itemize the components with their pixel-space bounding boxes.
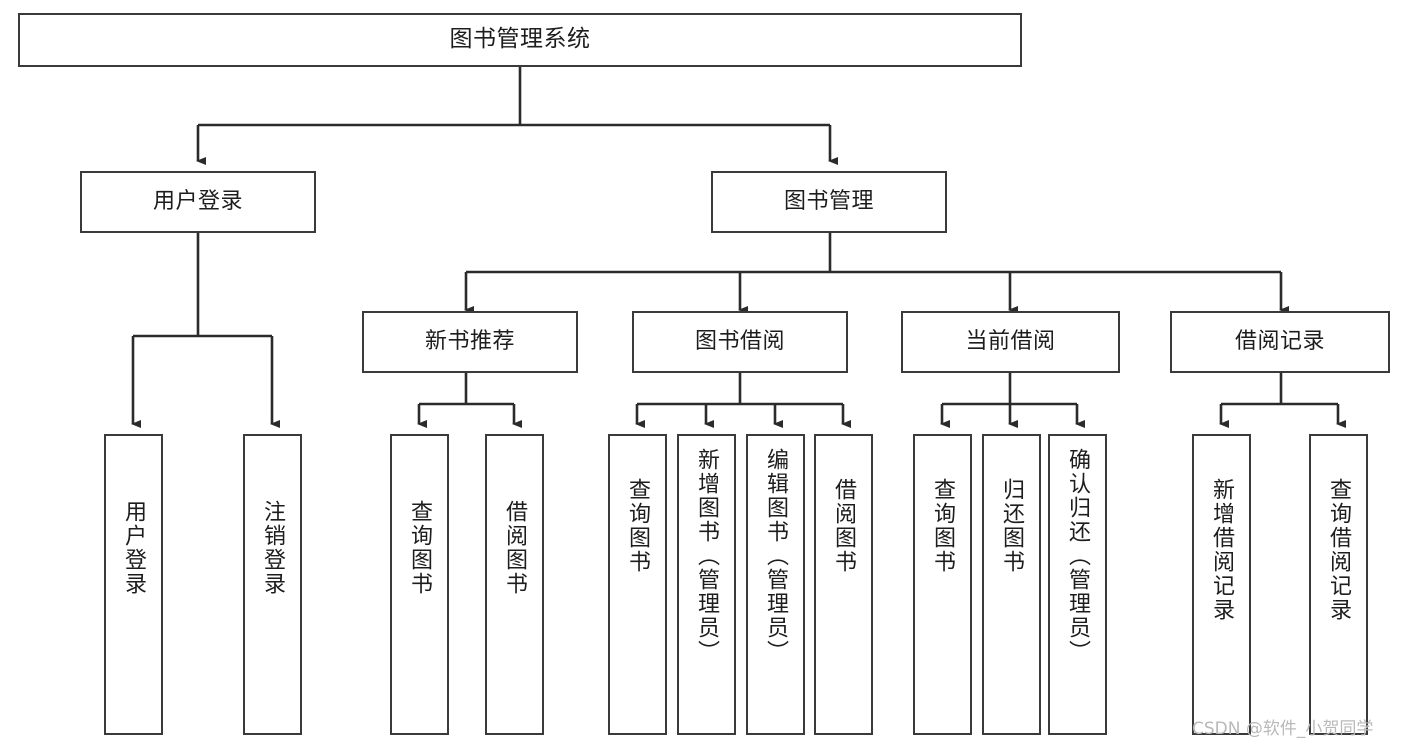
node-root-system-label: 图书管理系统 bbox=[449, 26, 591, 53]
node-current-borrowing-label: 当前借阅 bbox=[965, 329, 1056, 355]
node-leaf-query-book-borrow-label: 查询图书 bbox=[625, 478, 651, 574]
node-current-borrowing[interactable]: 当前借阅 bbox=[901, 311, 1120, 373]
node-leaf-query-borrow-record-label: 查询借阅记录 bbox=[1326, 478, 1352, 622]
node-leaf-query-book-new-label: 查询图书 bbox=[407, 500, 433, 596]
node-leaf-query-book-current-label: 查询图书 bbox=[930, 478, 956, 574]
node-leaf-query-borrow-record[interactable]: 查询借阅记录 bbox=[1309, 434, 1368, 735]
node-book-borrowing[interactable]: 图书借阅 bbox=[632, 311, 848, 373]
node-leaf-add-book-admin-label: 新增图书（管理员） bbox=[694, 448, 720, 664]
node-new-book-recommendation[interactable]: 新书推荐 bbox=[362, 311, 578, 373]
node-leaf-borrow-book-new[interactable]: 借阅图书 bbox=[485, 434, 544, 735]
node-leaf-add-book-admin[interactable]: 新增图书（管理员） bbox=[677, 434, 736, 735]
node-leaf-logout-label: 注销登录 bbox=[260, 500, 286, 596]
node-borrow-records[interactable]: 借阅记录 bbox=[1170, 311, 1390, 373]
node-leaf-edit-book-admin-label: 编辑图书（管理员） bbox=[763, 448, 789, 664]
node-leaf-return-book[interactable]: 归还图书 bbox=[982, 434, 1041, 735]
node-leaf-edit-book-admin[interactable]: 编辑图书（管理员） bbox=[746, 434, 805, 735]
node-leaf-borrow-book-new-label: 借阅图书 bbox=[502, 500, 528, 596]
node-book-borrowing-label: 图书借阅 bbox=[694, 329, 785, 355]
node-leaf-user-login-label: 用户登录 bbox=[121, 500, 147, 596]
node-new-book-recommendation-label: 新书推荐 bbox=[424, 329, 515, 355]
node-user-login-label: 用户登录 bbox=[152, 189, 243, 215]
node-root-system[interactable]: 图书管理系统 bbox=[18, 13, 1022, 67]
node-leaf-add-borrow-record-label: 新增借阅记录 bbox=[1209, 478, 1235, 622]
node-leaf-add-borrow-record[interactable]: 新增借阅记录 bbox=[1192, 434, 1251, 735]
node-leaf-query-book-borrow[interactable]: 查询图书 bbox=[608, 434, 667, 735]
node-user-login[interactable]: 用户登录 bbox=[80, 171, 316, 233]
node-leaf-user-login[interactable]: 用户登录 bbox=[104, 434, 163, 735]
node-leaf-borrow-book-borrow[interactable]: 借阅图书 bbox=[814, 434, 873, 735]
node-leaf-return-book-label: 归还图书 bbox=[999, 478, 1025, 574]
node-leaf-query-book-new[interactable]: 查询图书 bbox=[390, 434, 449, 735]
node-leaf-confirm-return-admin[interactable]: 确认归还（管理员） bbox=[1048, 434, 1107, 735]
node-borrow-records-label: 借阅记录 bbox=[1234, 329, 1325, 355]
node-leaf-logout[interactable]: 注销登录 bbox=[243, 434, 302, 735]
node-leaf-borrow-book-borrow-label: 借阅图书 bbox=[831, 478, 857, 574]
node-book-management[interactable]: 图书管理 bbox=[711, 171, 947, 233]
node-book-management-label: 图书管理 bbox=[783, 189, 874, 215]
node-leaf-query-book-current[interactable]: 查询图书 bbox=[913, 434, 972, 735]
node-leaf-confirm-return-admin-label: 确认归还（管理员） bbox=[1065, 448, 1091, 664]
